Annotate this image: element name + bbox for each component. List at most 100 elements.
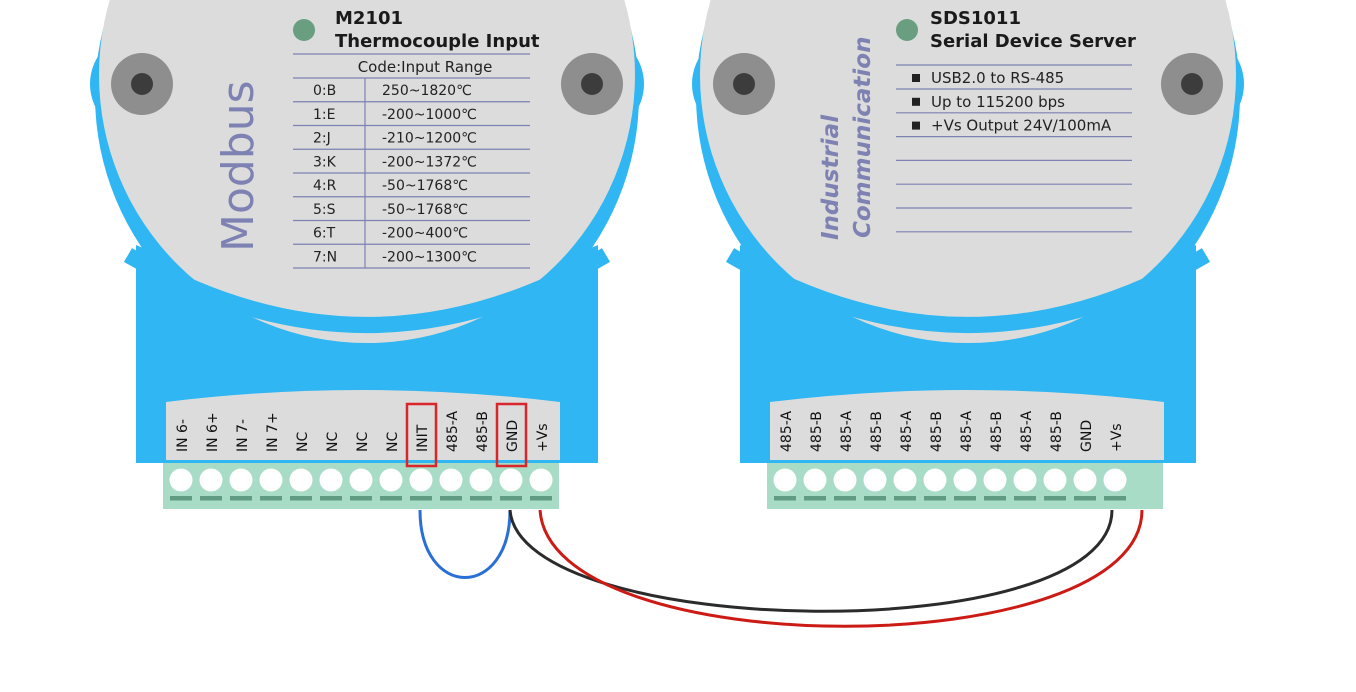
terminal-screw[interactable] [289, 468, 313, 492]
terminal-slot [1014, 496, 1036, 501]
terminal-screw[interactable] [259, 468, 283, 492]
terminal-label: IN 6+ [205, 412, 221, 452]
left-face-arc [123, 248, 611, 333]
table-range: -50~1768℃ [382, 178, 468, 194]
table-range: -50~1768℃ [382, 202, 468, 218]
terminal-screw[interactable] [953, 468, 977, 492]
terminal-screw[interactable] [923, 468, 947, 492]
terminal-screw[interactable] [499, 468, 523, 492]
terminal-screw[interactable] [803, 468, 827, 492]
highlight-box [495, 402, 528, 468]
right-module [692, 0, 1244, 463]
terminal-slot [170, 496, 192, 501]
terminal-screw[interactable] [773, 468, 797, 492]
terminal-slot [470, 496, 492, 501]
terminal-label: +Vs [535, 423, 551, 452]
table-range: 250~1820℃ [382, 83, 472, 99]
terminal-screw[interactable] [1013, 468, 1037, 492]
terminal-screw[interactable] [439, 468, 463, 492]
terminal-label: 485-B [989, 411, 1005, 452]
right-status-led [896, 19, 918, 41]
terminal-screw[interactable] [1103, 468, 1127, 492]
terminal-label: 485-A [779, 411, 795, 452]
terminal-screw[interactable] [529, 468, 553, 492]
left-screw-right-hole [581, 73, 603, 95]
terminal-label: NC [355, 432, 371, 452]
table-code: 1:E [313, 107, 335, 123]
terminal-screw[interactable] [983, 468, 1007, 492]
terminal-slot [1104, 496, 1126, 501]
terminal-screw[interactable] [409, 468, 433, 492]
left-module-face [99, 0, 635, 343]
terminal-slot [1074, 496, 1096, 501]
terminal-screw[interactable] [833, 468, 857, 492]
right-screw-right-hole [1181, 73, 1203, 95]
terminal-screw[interactable] [229, 468, 253, 492]
terminal-slot [500, 496, 522, 501]
left-module [90, 0, 644, 463]
terminal-screw[interactable] [893, 468, 917, 492]
terminal-screw[interactable] [349, 468, 373, 492]
table-range: -200~1300℃ [382, 249, 477, 265]
terminal-screw[interactable] [169, 468, 193, 492]
left-screw-left-hole [131, 73, 153, 95]
terminal-slot [350, 496, 372, 501]
terminal-label: NC [385, 432, 401, 452]
terminal-screw[interactable] [1073, 468, 1097, 492]
table-code: 2:J [313, 131, 331, 147]
terminal-screw[interactable] [863, 468, 887, 492]
right-model: SDS1011 [930, 8, 1021, 29]
terminal-label: 485-A [899, 411, 915, 452]
terminal-slot [320, 496, 342, 501]
terminal-label: 485-A [445, 411, 461, 452]
terminal-slot [440, 496, 462, 501]
terminal-slot [290, 496, 312, 501]
wire-vs-to-vs [538, 509, 1144, 628]
terminal-slot [410, 496, 432, 501]
terminal-label: 485-A [959, 411, 975, 452]
right-module-face [700, 0, 1236, 343]
terminal-label: NC [295, 432, 311, 452]
table-range: -200~1000℃ [382, 107, 477, 123]
table-code: 7:N [313, 249, 337, 265]
table-range: -200~400℃ [382, 226, 468, 242]
terminal-slot [230, 496, 252, 501]
terminal-slot [864, 496, 886, 501]
terminal-label: NC [325, 432, 341, 452]
table-code: 6:T [313, 226, 336, 242]
terminal-label: GND [1079, 420, 1095, 452]
feature-item: +Vs Output 24V/100mA [931, 117, 1112, 135]
terminal-slot [834, 496, 856, 501]
terminal-label: INIT [415, 424, 431, 452]
terminal-screw[interactable] [319, 468, 343, 492]
terminal-label: IN 7+ [265, 412, 281, 452]
terminal-label: 485-A [839, 411, 855, 452]
left-status-led [293, 19, 315, 41]
highlight-box [405, 402, 438, 468]
table-range: -200~1372℃ [382, 154, 477, 170]
terminal-screw[interactable] [469, 468, 493, 492]
terminal-screw[interactable] [1043, 468, 1067, 492]
terminal-slot [954, 496, 976, 501]
table-code: 4:R [313, 178, 337, 194]
terminal-label: IN 6- [175, 419, 191, 452]
left-model: M2101 [335, 8, 403, 29]
terminal-slot [260, 496, 282, 501]
terminal-slot [804, 496, 826, 501]
feature-item: Up to 115200 bps [931, 93, 1065, 111]
wire-init-to-gnd [418, 509, 512, 579]
terminal-screw[interactable] [379, 468, 403, 492]
table-code: 3:K [313, 154, 337, 170]
terminal-screw[interactable] [199, 468, 223, 492]
left-label-strip [166, 390, 560, 460]
wire-gnd-to-gnd [508, 509, 1114, 613]
right-brand-line1: Industrial [818, 114, 844, 240]
terminal-label: +Vs [1109, 423, 1125, 452]
terminal-label: GND [505, 420, 521, 452]
terminal-slot [924, 496, 946, 501]
right-brand-line2: Communication [850, 37, 876, 238]
table-code: 0:B [313, 83, 336, 99]
right-face-arc [725, 248, 1211, 333]
terminal-slot [894, 496, 916, 501]
